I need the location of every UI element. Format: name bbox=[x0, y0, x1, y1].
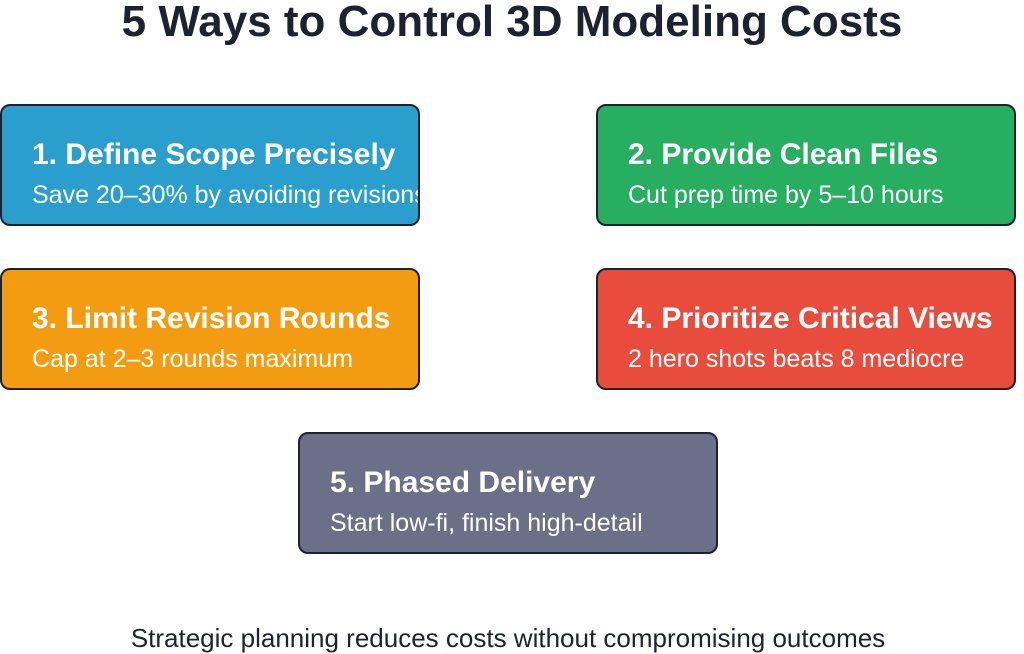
card-heading: 2. Provide Clean Files bbox=[628, 138, 939, 171]
card-subtitle: Cut prep time by 5–10 hours bbox=[628, 181, 944, 209]
tip-card-clean-files: 2. Provide Clean Files Cut prep time by … bbox=[596, 104, 1016, 226]
card-heading: 3. Limit Revision Rounds bbox=[32, 302, 391, 335]
card-subtitle: Cap at 2–3 rounds maximum bbox=[32, 345, 353, 373]
footer-caption: Strategic planning reduces costs without… bbox=[130, 623, 886, 653]
tip-card-phased-delivery: 5. Phased Delivery Start low-fi, finish … bbox=[298, 432, 718, 554]
card-subtitle: Start low-fi, finish high-detail bbox=[330, 509, 643, 537]
card-heading: 5. Phased Delivery bbox=[330, 466, 596, 499]
page-title: 5 Ways to Control 3D Modeling Costs bbox=[121, 0, 903, 46]
tip-card-critical-views: 4. Prioritize Critical Views 2 hero shot… bbox=[596, 268, 1016, 390]
card-heading: 1. Define Scope Precisely bbox=[32, 138, 396, 171]
card-heading: 4. Prioritize Critical Views bbox=[628, 302, 993, 335]
tip-card-define-scope: 1. Define Scope Precisely Save 20–30% by… bbox=[0, 104, 420, 226]
card-subtitle: 2 hero shots beats 8 mediocre bbox=[628, 345, 965, 373]
tip-card-revision-rounds: 3. Limit Revision Rounds Cap at 2–3 roun… bbox=[0, 268, 420, 390]
card-subtitle: Save 20–30% by avoiding revisions bbox=[32, 181, 420, 209]
